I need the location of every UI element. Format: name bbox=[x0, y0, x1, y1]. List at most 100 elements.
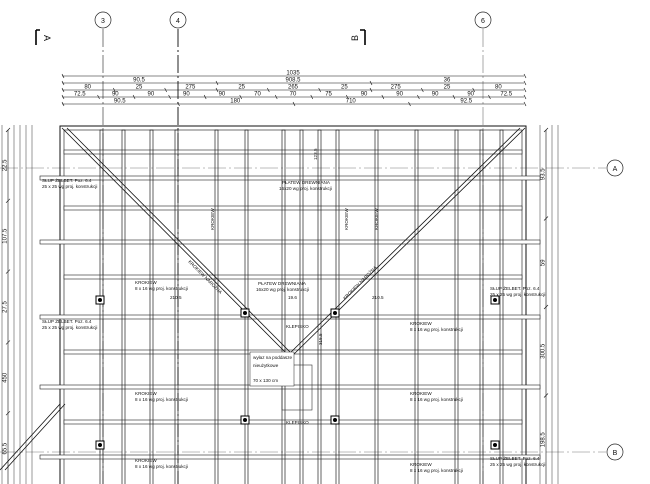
column-spec: 25 x 25 wg proj. konstrukcji bbox=[490, 292, 545, 297]
dimension-tick bbox=[5, 198, 11, 204]
column-label: SŁUP ŻELBET. Poz. 6.4 bbox=[42, 318, 92, 324]
dimension-tick bbox=[267, 87, 270, 93]
dimension-tick bbox=[488, 94, 491, 100]
dimension-tick bbox=[421, 87, 424, 93]
roof-outline bbox=[59, 125, 527, 484]
rafter bbox=[299, 129, 304, 484]
horizontal-beam bbox=[63, 274, 523, 280]
rafter bbox=[174, 129, 179, 484]
rafter bbox=[121, 129, 126, 484]
dimension-text: 25 bbox=[341, 85, 348, 91]
axis-marker-B: B bbox=[606, 443, 624, 461]
rafter bbox=[499, 129, 504, 484]
rafter bbox=[149, 129, 154, 484]
dimension-tick bbox=[61, 101, 65, 107]
rafter-spec: 8 x 16 wg proj. konstrukcji bbox=[410, 327, 463, 332]
dimension-tick bbox=[97, 94, 100, 100]
dimension-text: 180 bbox=[230, 99, 241, 105]
column-center bbox=[98, 443, 102, 447]
dimension-tick bbox=[5, 410, 11, 416]
rafter-label: KROKIEW bbox=[410, 462, 432, 467]
dimension-tick bbox=[203, 94, 207, 100]
dimension-tick bbox=[239, 94, 242, 100]
rafter-label: KROKIEW bbox=[135, 391, 157, 396]
column-label: SŁUP ŻELBET. Poz. 6.4 bbox=[42, 177, 92, 183]
dimension-text: 25 bbox=[238, 85, 245, 91]
horizontal-beam bbox=[39, 239, 541, 245]
dimension-text: 65.5 bbox=[3, 442, 9, 454]
dimension-tick bbox=[543, 304, 549, 310]
column-label: SŁUP ŻELBET. Poz. 6.4 bbox=[490, 285, 540, 291]
horizontal-beam bbox=[39, 175, 541, 181]
dimension-tick bbox=[168, 94, 171, 100]
dimension-text: 93.5 bbox=[541, 168, 547, 180]
hip-rafter bbox=[4, 403, 66, 471]
rafter bbox=[479, 129, 484, 484]
axis-label: 3 bbox=[101, 18, 105, 25]
rafter-spec: 8 x 16 wg proj. konstrukcji bbox=[135, 286, 188, 291]
dimension-tick bbox=[61, 94, 65, 100]
dimension-text: 198.5 bbox=[541, 432, 547, 448]
dimension-text: 275 bbox=[391, 85, 402, 91]
dimension-text: 123.5 bbox=[313, 148, 318, 160]
hip-rafter bbox=[66, 127, 294, 356]
column-label: SŁUP ŻELBET. Poz. 6.4 bbox=[490, 455, 540, 461]
rafter-label: KROKIEW bbox=[410, 391, 432, 396]
rafter bbox=[317, 129, 322, 484]
dimension-tick bbox=[523, 73, 527, 79]
dimension-tick bbox=[523, 87, 527, 93]
valley-label: KLEPISKO bbox=[286, 420, 309, 425]
axis-label: 6 bbox=[481, 18, 485, 25]
dimension-tick bbox=[292, 101, 296, 107]
purlin-label: PŁATEW DREWNIANA bbox=[258, 281, 307, 286]
dimension-text: 75 bbox=[325, 92, 332, 98]
dimension-text: 25 bbox=[136, 85, 143, 91]
purlin-label: PŁATEW DREWNIANA bbox=[282, 180, 331, 185]
dimension-text: 275 bbox=[185, 85, 196, 91]
rafter bbox=[99, 129, 104, 484]
dimension-text: 27.5 bbox=[3, 301, 9, 313]
rafter-label: KROKIEW bbox=[410, 321, 432, 326]
dimension-text: 210.5 bbox=[170, 295, 182, 300]
dimension-text: 90 bbox=[361, 92, 368, 98]
axis-marker-4: 4 bbox=[169, 11, 187, 29]
dimension-tick bbox=[523, 101, 527, 107]
dimension-text: 90.5 bbox=[114, 99, 126, 105]
hatch-label: wyłaz na poddasze bbox=[253, 355, 293, 360]
dimension-tick bbox=[5, 269, 11, 274]
dimension-text: 908.5 bbox=[285, 78, 301, 84]
dimension-tick bbox=[543, 216, 549, 221]
dimension-text: 90 bbox=[467, 92, 474, 98]
rafter-label: KROKIEW bbox=[135, 280, 157, 285]
dimension-tick bbox=[274, 94, 278, 100]
dimension-tick bbox=[61, 73, 65, 79]
rafter bbox=[214, 129, 219, 484]
rafter-spec: 8 x 16 wg proj. konstrukcji bbox=[135, 464, 188, 469]
hip-rafter bbox=[61, 127, 289, 356]
axis-label: B bbox=[613, 450, 618, 457]
dimension-text: 25 bbox=[444, 85, 451, 91]
rafter bbox=[454, 129, 459, 484]
rafter bbox=[281, 129, 286, 484]
dimension-text: 36 bbox=[444, 78, 451, 84]
dimension-tick bbox=[113, 87, 116, 93]
section-label: A bbox=[42, 35, 52, 41]
column-center bbox=[493, 298, 497, 302]
rafter bbox=[374, 129, 379, 484]
dimension-text: 90 bbox=[183, 92, 190, 98]
dimension-tick bbox=[215, 80, 219, 86]
column-center bbox=[333, 311, 337, 315]
rafter-label: KROKIEW bbox=[344, 208, 349, 230]
axis-marker-6: 6 bbox=[474, 11, 492, 29]
hatch-label: nieużytkowe bbox=[253, 363, 279, 368]
horizontal-beam bbox=[39, 314, 541, 320]
dimension-text: 90 bbox=[148, 92, 155, 98]
horizontal-beam bbox=[63, 205, 523, 211]
dimension-tick bbox=[215, 87, 219, 93]
dimension-text: 1035 bbox=[286, 71, 300, 77]
dimension-text: 90 bbox=[396, 92, 403, 98]
axis-label: 4 bbox=[176, 18, 180, 25]
dimension-tick bbox=[5, 340, 11, 345]
dimension-tick bbox=[543, 127, 549, 133]
